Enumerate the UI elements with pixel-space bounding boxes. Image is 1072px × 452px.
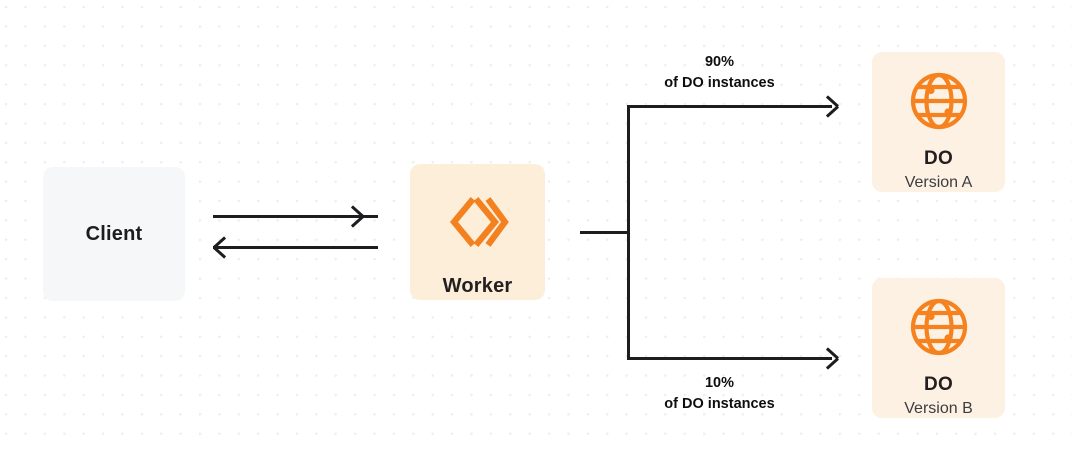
node-client-label: Client xyxy=(85,222,143,245)
node-do-version-b-sublabel: Version B xyxy=(904,400,973,417)
edge-label-do-a: 90% of DO instances xyxy=(617,52,822,93)
node-do-version-b-label: DO xyxy=(923,374,954,395)
node-do-version-b[interactable]: DO Version B xyxy=(872,278,1005,418)
edge-worker-branch-stub xyxy=(580,231,630,234)
node-do-version-a-sublabel: Version A xyxy=(904,174,973,191)
node-do-version-a[interactable]: DO Version A xyxy=(872,52,1005,192)
edge-label-do-b: 10% of DO instances xyxy=(617,373,822,414)
node-client[interactable]: Client xyxy=(43,167,185,301)
edge-label-do-b-description: of DO instances xyxy=(664,395,775,412)
node-worker-label: Worker xyxy=(442,275,513,297)
durable-object-globe-icon xyxy=(908,70,970,132)
edge-label-do-b-percent: 10% xyxy=(704,375,735,391)
edge-label-do-a-description: of DO instances xyxy=(664,74,775,91)
edge-label-do-a-percent: 90% xyxy=(704,54,735,70)
durable-object-globe-icon xyxy=(908,296,970,358)
edge-client-to-worker-line xyxy=(213,215,378,218)
edge-worker-to-client-line xyxy=(213,246,378,249)
edge-branch-spine xyxy=(627,105,630,360)
node-worker[interactable]: Worker xyxy=(410,164,545,300)
worker-chevron-icon xyxy=(447,191,509,253)
edge-worker-to-do-a-line xyxy=(627,105,832,108)
edge-worker-to-do-b-line xyxy=(627,357,832,360)
node-do-version-a-label: DO xyxy=(923,148,954,169)
